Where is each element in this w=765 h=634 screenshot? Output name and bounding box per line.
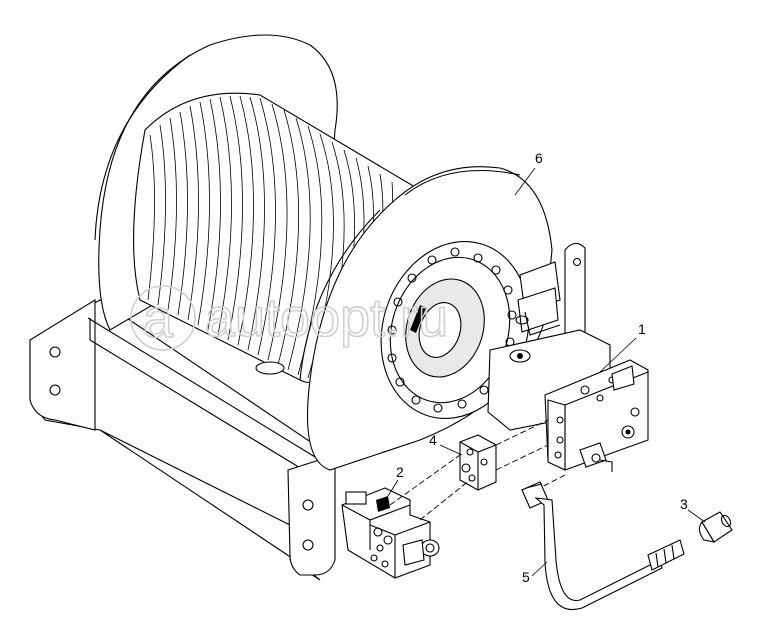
watermark: a autoopt.ru: [130, 285, 449, 351]
hose-fitting: [698, 511, 733, 543]
assembly-lines: [389, 419, 566, 521]
callout-4: 4: [429, 432, 437, 448]
callouts: 6 1 2 4 5 3: [396, 150, 688, 585]
adapter-plate: [459, 434, 497, 491]
callout-1: 1: [638, 321, 646, 337]
watermark-text: autoopt.ru: [205, 288, 448, 348]
valve-block: [341, 487, 440, 579]
winch-frame: [29, 299, 336, 581]
callout-5: 5: [522, 569, 530, 585]
callout-3: 3: [680, 496, 688, 512]
callout-2: 2: [396, 464, 404, 480]
hydraulic-motor: [487, 329, 649, 472]
mounting-bracket: [515, 242, 586, 341]
callout-6: 6: [535, 150, 543, 166]
hydraulic-hose: [521, 481, 685, 610]
leader-lines: [387, 167, 706, 577]
watermark-logo: a: [143, 289, 174, 349]
